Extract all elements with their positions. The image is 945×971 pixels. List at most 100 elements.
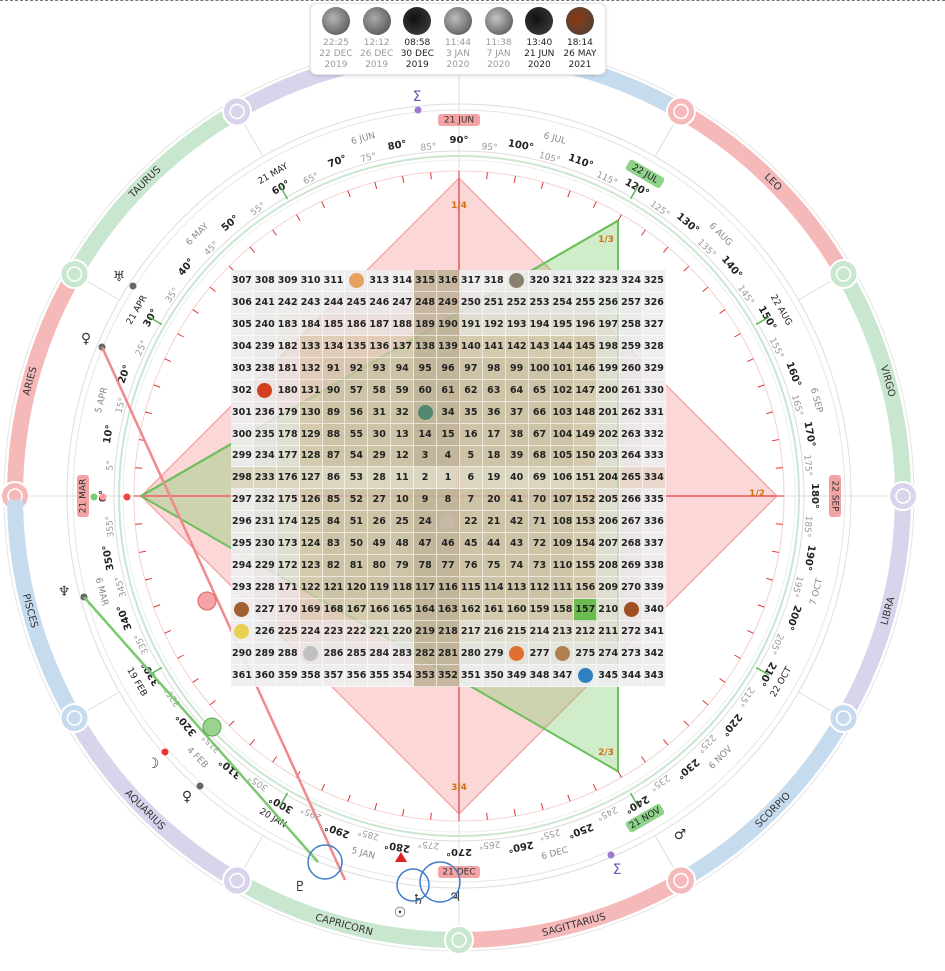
grid-cell: 119: [368, 577, 392, 600]
degree-tick: [734, 654, 741, 659]
fraction-label-0: 1/4: [451, 201, 467, 211]
grid-cell: 355: [368, 664, 392, 687]
grid-cell: 199: [597, 357, 621, 380]
degree-tick: [772, 550, 780, 553]
degree-label: 275°: [417, 838, 439, 850]
grid-cell: 216: [482, 621, 506, 643]
zodiac-sign-icon-inner: [895, 488, 911, 504]
grid-cell: 32: [391, 401, 415, 424]
grid-cell: 16: [459, 423, 483, 446]
degree-tick: [617, 771, 622, 778]
degree-label: 355°: [105, 515, 117, 537]
eclipse-date: 22 DEC: [319, 49, 353, 59]
grid-cell: 304: [231, 335, 254, 358]
grid-cell: 277: [528, 642, 552, 665]
degree-tick: [228, 720, 235, 727]
degree-label: 160°: [783, 360, 802, 388]
grid-cell: 335: [643, 489, 666, 512]
grid-cell: 34: [437, 401, 460, 424]
eclipse-year: 2019: [324, 60, 348, 70]
cardinal-date-3: 21 DEC: [438, 866, 480, 878]
zodiac-sign-icon-inner: [66, 710, 83, 726]
grid-cell: 44: [482, 533, 506, 556]
planet-cell-icon: [623, 602, 639, 618]
degree-label: 195°: [789, 575, 804, 599]
grid-cell: 86: [322, 467, 346, 490]
grid-cell: 322: [574, 270, 598, 292]
grid-cell: 109: [551, 533, 575, 556]
degree-tick: [209, 700, 216, 706]
grid-cell: 29: [368, 445, 392, 468]
grid-cell: 250: [459, 291, 483, 314]
degree-label: 350°: [101, 544, 116, 571]
grid-cell: 289: [253, 642, 277, 665]
cardinal-date-bg: [77, 475, 89, 517]
eclipse-date: 26 DEC: [360, 49, 394, 59]
grid-cell: 315: [414, 270, 438, 292]
grid-cell: 198: [597, 335, 621, 358]
zodiac-spoke: [798, 691, 837, 715]
degree-tick: [513, 175, 516, 183]
grid-cell: 204: [597, 467, 621, 490]
grid-cell: 165: [391, 599, 415, 621]
square-marker-icon: [197, 591, 217, 611]
grid-cell: 79: [391, 555, 415, 578]
degree-tick: [177, 333, 184, 338]
grid-cell: 175: [276, 489, 300, 512]
grid-cell: 111: [551, 577, 575, 600]
grid-cell: 147: [574, 379, 598, 402]
degree-label: 75°: [360, 152, 378, 166]
grid-cell: 116: [437, 577, 460, 600]
cardinal-date-text: 21 JUN: [444, 116, 474, 126]
degree-tick: [592, 201, 597, 209]
grid-cell: 205: [597, 489, 621, 512]
grid-cell: 20: [482, 489, 506, 512]
grid-cell: 161: [482, 599, 506, 621]
planet-glyph-1: ♀: [81, 331, 91, 347]
grid-cell: 11: [391, 467, 415, 490]
grid-cell: 45: [459, 533, 483, 556]
grid-cell: 121: [322, 577, 346, 600]
grid-cell: 117: [414, 577, 438, 600]
grid-cell: 141: [482, 335, 506, 358]
grid-cell: 294: [231, 555, 254, 578]
degree-tick: [757, 384, 765, 388]
grid-cell: 142: [505, 335, 529, 358]
grid-cell: 140: [459, 335, 483, 358]
planet-glyph-11: Σ̄: [613, 862, 622, 878]
planet-glyph-5: ♂: [674, 827, 687, 843]
grid-cell: 132: [299, 357, 323, 380]
grid-cell: 27: [368, 489, 392, 512]
zodiac-sign-icon: [59, 259, 90, 289]
grid-cell: 162: [459, 599, 483, 621]
grid-cell: 74: [505, 555, 529, 578]
zodiac-label-capricorn: CAPRICORN: [314, 912, 374, 938]
grid-cell: 49: [368, 533, 392, 556]
grid-cell: 168: [322, 599, 346, 621]
zodiac-sign-icon: [828, 703, 859, 733]
grid-cell: 89: [322, 401, 346, 424]
grid-cell: 144: [551, 335, 575, 358]
degree-label: 70°: [327, 154, 349, 171]
planet-cell-icon: [257, 382, 273, 398]
eclipse-time: 11:38: [485, 38, 512, 48]
grid-cell: 359: [276, 664, 300, 687]
grid-cell: 336: [643, 511, 666, 534]
zodiac-band-scorpio: [680, 717, 849, 886]
grid-cell: 177: [276, 445, 300, 468]
degree-label: 215°: [735, 685, 756, 709]
grid-cell: 269: [620, 555, 644, 578]
degree-label: 220°: [719, 711, 744, 738]
grid-cell: 339: [643, 577, 666, 600]
grid-cell: 31: [368, 401, 392, 424]
green-date-tick: [755, 316, 770, 326]
grid-cell: 122: [299, 577, 323, 600]
